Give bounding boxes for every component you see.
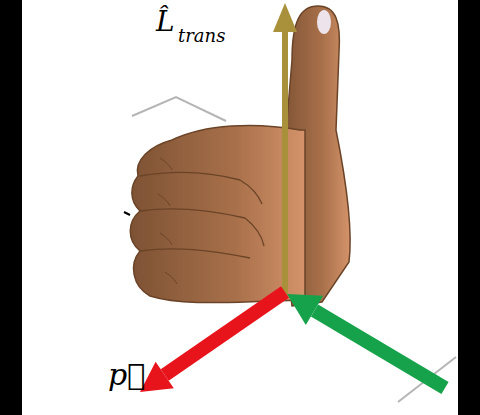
- axis-label: trans: [178, 27, 225, 45]
- angular-momentum-arrowhead: [273, 3, 297, 32]
- angular-momentum-arrow: [282, 30, 288, 294]
- axis-label: L̂: [156, 8, 175, 36]
- border-strip: [458, 0, 480, 415]
- position-arrowhead: [287, 294, 323, 325]
- thumbnail: [317, 10, 331, 34]
- finger-creases: [140, 173, 264, 258]
- hand-fingers: [130, 125, 305, 302]
- knuckle-lines: [158, 158, 177, 284]
- axis-label: p⃗: [108, 360, 145, 390]
- plane-outline: [132, 97, 226, 121]
- position-arrow: [315, 310, 446, 388]
- plane-tick: [124, 212, 130, 215]
- momentum-arrow: [165, 292, 285, 375]
- border-strip: [0, 0, 22, 415]
